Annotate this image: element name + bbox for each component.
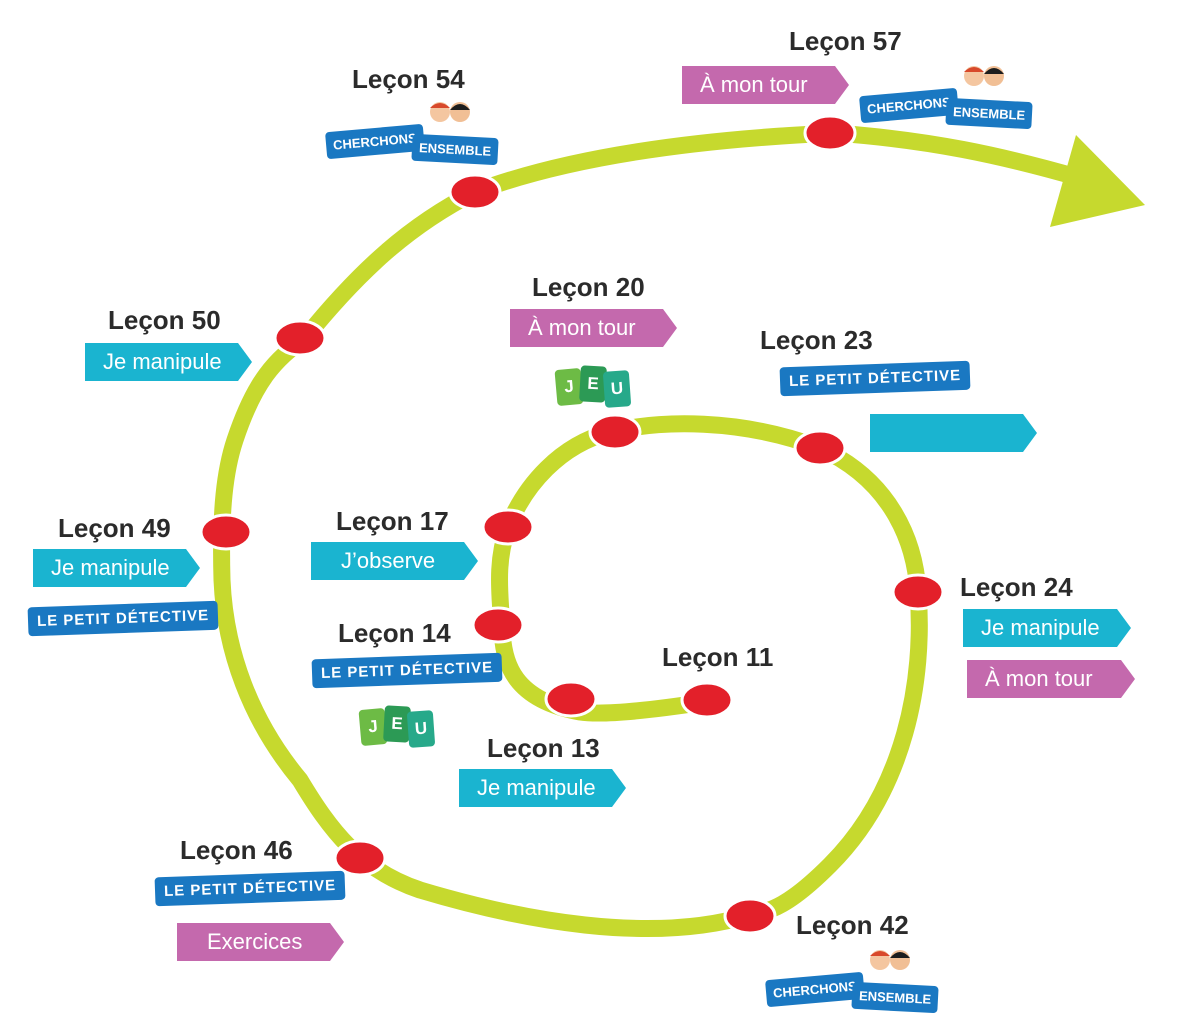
- lesson-57-title: Leçon 57: [789, 26, 902, 56]
- lesson-42-badge-cherchons-ensemble[interactable]: CHERCHONS ENSEMBLE: [765, 946, 939, 1016]
- lesson-20-badge-jeu[interactable]: J E U: [554, 365, 632, 408]
- lesson-49-node-icon[interactable]: [199, 513, 253, 551]
- jeu-letter-u: U: [602, 370, 632, 408]
- lesson-17-tag-j-observe[interactable]: J’observe: [311, 542, 478, 580]
- lesson-23-tag-je-manipule[interactable]: [870, 414, 1037, 452]
- children-icon: [964, 66, 1004, 86]
- lesson-57-tag-a-mon-tour[interactable]: À mon tour: [682, 66, 849, 104]
- lesson-24-node-icon[interactable]: [891, 573, 945, 611]
- ensemble-label: ENSEMBLE: [851, 981, 939, 1014]
- lesson-42-title: Leçon 42: [796, 910, 909, 940]
- lesson-13-title: Leçon 13: [487, 733, 600, 763]
- children-icon: [430, 102, 470, 122]
- lesson-14-badge-jeu[interactable]: J E U: [358, 705, 436, 748]
- lesson-49-title: Leçon 49: [58, 513, 171, 543]
- jeu-letter-u: U: [406, 710, 436, 748]
- lesson-11-node-icon[interactable]: [680, 681, 734, 719]
- children-icon: [870, 950, 910, 970]
- ensemble-label: ENSEMBLE: [945, 97, 1033, 130]
- spiral-arrow-icon: [1050, 135, 1145, 227]
- lesson-23-title: Leçon 23: [760, 325, 873, 355]
- lesson-23-node-icon[interactable]: [793, 429, 847, 467]
- lesson-46-tag-exercices[interactable]: Exercices: [177, 923, 344, 961]
- lesson-20-node-icon[interactable]: [588, 413, 642, 451]
- lesson-50-node-icon[interactable]: [273, 319, 327, 357]
- lesson-17-node-icon[interactable]: [481, 508, 535, 546]
- lesson-20-title: Leçon 20: [532, 272, 645, 302]
- lesson-14-node-icon[interactable]: [471, 606, 525, 644]
- lesson-11-title: Leçon 11: [662, 642, 774, 672]
- lesson-13-tag-je-manipule[interactable]: Je manipule: [459, 769, 626, 807]
- lesson-46-title: Leçon 46: [180, 835, 293, 865]
- lesson-50-title: Leçon 50: [108, 305, 221, 335]
- spiral-path: [213, 124, 1089, 938]
- lesson-42-node-icon[interactable]: [723, 897, 777, 935]
- lesson-17-title: Leçon 17: [336, 506, 449, 536]
- lesson-13-node-icon[interactable]: [544, 680, 598, 718]
- lesson-57-node-icon[interactable]: [803, 114, 857, 152]
- cherchons-label: CHERCHONS: [765, 971, 865, 1008]
- lesson-57-badge-cherchons-ensemble[interactable]: CHERCHONS ENSEMBLE: [859, 62, 1033, 132]
- lesson-14-title: Leçon 14: [338, 618, 451, 648]
- lesson-49-tag-je-manipule[interactable]: Je manipule: [33, 549, 200, 587]
- cherchons-label: CHERCHONS: [325, 123, 425, 160]
- lesson-24-title: Leçon 24: [960, 572, 1073, 602]
- lesson-24-tag-je-manipule[interactable]: Je manipule: [963, 609, 1131, 647]
- lesson-24-tag-a-mon-tour[interactable]: À mon tour: [967, 660, 1135, 698]
- ensemble-label: ENSEMBLE: [411, 133, 499, 166]
- lesson-54-title: Leçon 54: [352, 64, 465, 94]
- lesson-50-tag-je-manipule[interactable]: Je manipule: [85, 343, 252, 381]
- cherchons-label: CHERCHONS: [859, 87, 959, 124]
- lesson-54-node-icon[interactable]: [448, 173, 502, 211]
- lesson-20-tag-a-mon-tour[interactable]: À mon tour: [510, 309, 677, 347]
- lesson-46-node-icon[interactable]: [333, 839, 387, 877]
- lesson-nodes: [199, 114, 945, 935]
- lesson-54-badge-cherchons-ensemble[interactable]: CHERCHONS ENSEMBLE: [325, 98, 499, 168]
